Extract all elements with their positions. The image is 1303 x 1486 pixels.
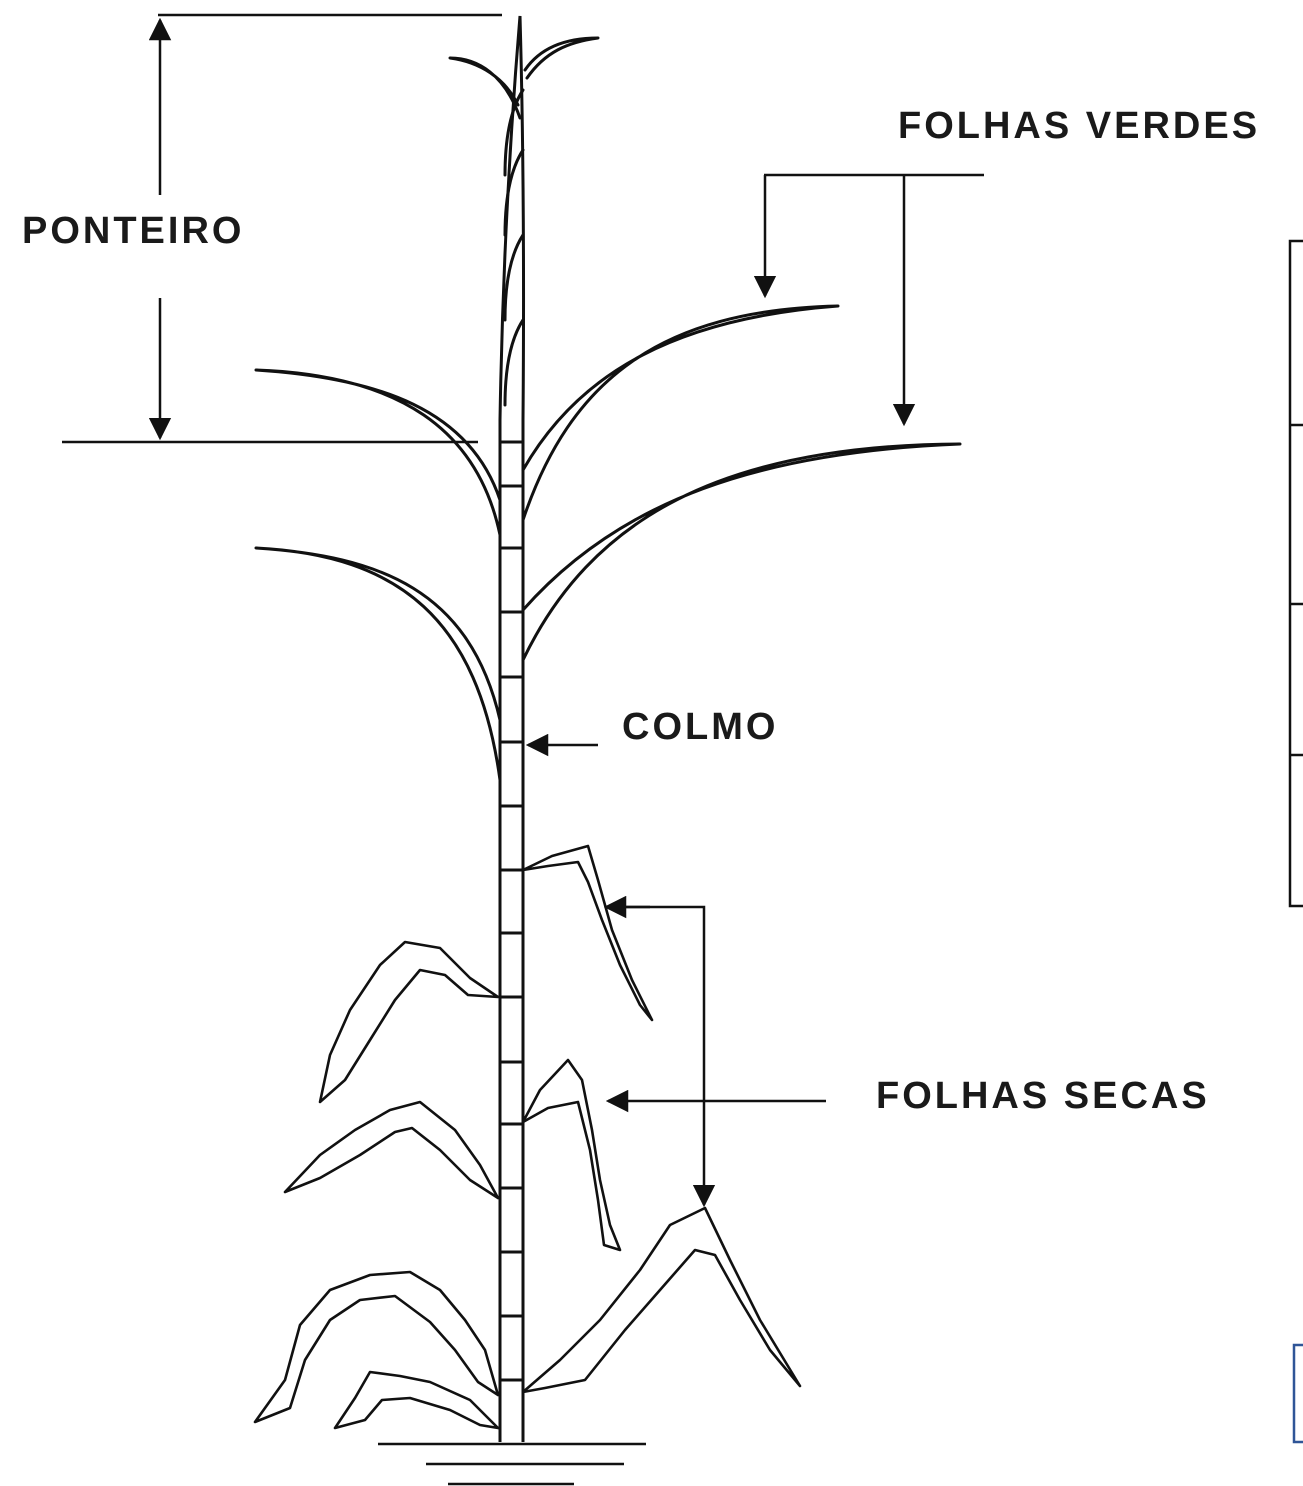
dry-leaf-5 <box>255 1272 498 1422</box>
folhas-verdes-label: FOLHAS VERDES <box>898 105 1260 147</box>
ponteiro-label: PONTEIRO <box>22 210 244 252</box>
green-leaf-lower-left <box>256 548 500 780</box>
green-leaf-upper-left <box>256 370 500 535</box>
folhas-secas-label: FOLHAS SECAS <box>876 1075 1210 1117</box>
spindle-leaf-right <box>525 38 598 78</box>
cropped-blue-box <box>1294 1345 1303 1442</box>
dry-leaf-1 <box>523 846 652 1020</box>
stalk <box>500 16 524 1442</box>
sheath-mark-4 <box>505 320 523 405</box>
dry-leaves <box>255 846 800 1428</box>
colmo-callout: COLMO <box>528 706 778 748</box>
cropped-table-frame <box>1290 241 1303 906</box>
green-leaves <box>256 306 960 780</box>
stalk-nodes <box>500 442 523 1380</box>
dry-leaf-2 <box>320 942 498 1102</box>
spindle-leaves <box>450 38 598 118</box>
folhas-secas-callout: FOLHAS SECAS <box>606 907 1210 1205</box>
folhas-verdes-callout: FOLHAS VERDES <box>764 105 1260 424</box>
folhas-secas-bracket <box>608 907 704 1100</box>
dry-leaf-4 <box>285 1102 498 1198</box>
ground <box>378 1444 646 1484</box>
green-leaf-upper-right-2 <box>523 444 960 660</box>
table-frame-outline <box>1290 241 1303 906</box>
dry-leaf-6 <box>335 1372 498 1428</box>
dry-leaf-3 <box>523 1060 620 1250</box>
green-leaf-upper-right-1 <box>523 306 838 520</box>
ponteiro-dimension: PONTEIRO <box>22 15 502 442</box>
stalk-outline <box>500 16 524 1442</box>
dry-leaf-7 <box>523 1208 800 1392</box>
sheath-mark-3 <box>505 235 523 320</box>
top-sheaths <box>505 90 523 405</box>
spindle-leaf-left <box>450 58 520 118</box>
colmo-label: COLMO <box>622 706 778 748</box>
